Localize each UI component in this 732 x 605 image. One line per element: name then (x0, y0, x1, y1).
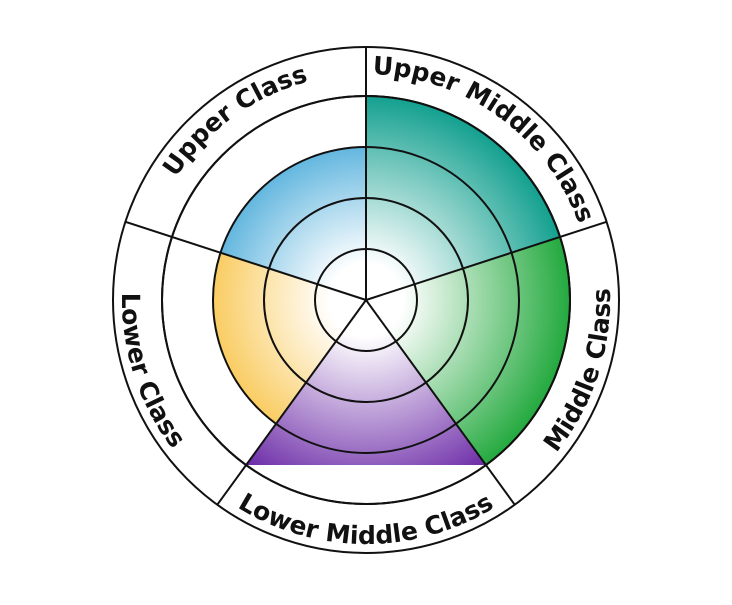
divider-2 (365, 220, 607, 301)
wedge-upper-middle-class (366, 96, 561, 300)
divider-4 (216, 299, 367, 506)
label-lower-class: Lower Class (116, 293, 192, 453)
segment-dividers (125, 47, 607, 506)
divider-0 (125, 220, 367, 301)
wedge-upper-class (220, 147, 366, 300)
divider-3 (365, 299, 516, 506)
wedge-lower-class (213, 252, 366, 424)
label-lower-middle-class: Lower Middle Class (234, 487, 498, 550)
wedge-lower-middle-class (246, 300, 486, 466)
label-upper-class: Upper Class (157, 59, 310, 181)
